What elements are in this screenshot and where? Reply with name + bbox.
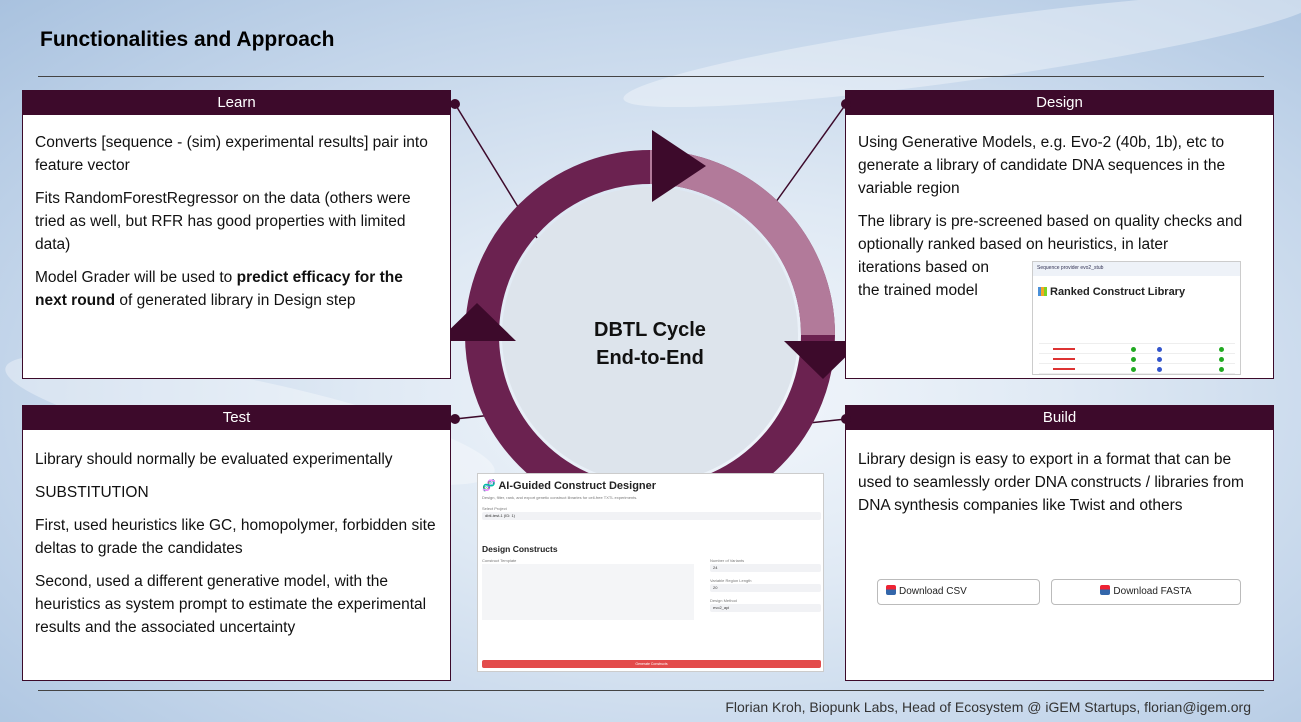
cycle-arrow-right	[784, 341, 862, 379]
number-of-variants-input[interactable]: 24	[710, 564, 821, 572]
generate-constructs-button[interactable]: Generate Constructs	[482, 660, 821, 668]
learn-point-1: Converts [sequence - (sim) experimental …	[35, 134, 428, 174]
download-icon	[1100, 585, 1111, 595]
build-body: Library design is easy to export in a fo…	[846, 430, 1273, 517]
build-connector-dot	[841, 414, 851, 424]
design-connector-dot	[841, 99, 851, 109]
ranked-table-header	[1039, 336, 1235, 344]
design-constructs-heading: Design Constructs	[482, 544, 558, 554]
build-panel: Build Library design is easy to export i…	[845, 405, 1274, 681]
test-point-2: SUBSTITUTION	[35, 484, 149, 501]
design-point-2: The library is pre-screened based on qua…	[858, 213, 1243, 253]
ranked-library-screenshot: Sequence provider evo2_stub Ranked Const…	[1032, 261, 1241, 375]
cycle-label-line2: End-to-End	[596, 347, 704, 369]
select-project-dropdown[interactable]: dbtl-test-1 (ID: 1)	[482, 512, 821, 520]
design-heading: Design	[846, 91, 1273, 115]
construct-designer-subtitle: Design, filter, rank, and export genetic…	[482, 495, 638, 500]
design-point-2b: iterations based on	[858, 259, 989, 276]
construct-template-label: Construct Template	[482, 558, 517, 563]
download-csv-label: Download CSV	[899, 586, 967, 597]
variable-region-length-label: Variable Region Length	[710, 578, 752, 583]
test-point-3: First, used heuristics like GC, homopoly…	[35, 517, 436, 557]
test-point-4: Second, used a different generative mode…	[35, 573, 427, 636]
design-point-2c: the trained model	[858, 282, 978, 299]
download-fasta-label: Download FASTA	[1113, 586, 1192, 597]
test-heading: Test	[23, 406, 450, 430]
build-heading: Build	[846, 406, 1273, 430]
learn-point-3-post: of generated library in Design step	[115, 292, 356, 309]
build-point-1: Library design is easy to export in a fo…	[858, 451, 1244, 514]
design-point-1: Using Generative Models, e.g. Evo-2 (40b…	[858, 134, 1226, 197]
slide-title: Functionalities and Approach	[40, 28, 335, 51]
cycle-center-label: DBTL Cycle End-to-End	[560, 316, 740, 372]
number-of-variants-label: Number of Variants	[710, 558, 745, 563]
table-row	[1039, 366, 1235, 374]
table-row	[1039, 356, 1235, 364]
cycle-arrow-left	[438, 303, 516, 341]
download-fasta-button[interactable]: Download FASTA	[1051, 579, 1241, 605]
slide-footer: Florian Kroh, Biopunk Labs, Head of Ecos…	[725, 699, 1251, 715]
ranked-library-title: Ranked Construct Library	[1038, 286, 1240, 298]
learn-connector-dot	[450, 99, 460, 109]
design-body: Using Generative Models, e.g. Evo-2 (40b…	[846, 115, 1273, 302]
test-body: Library should normally be evaluated exp…	[23, 430, 450, 639]
learn-heading: Learn	[23, 91, 450, 115]
ranked-library-title-text: Ranked Construct Library	[1050, 286, 1186, 298]
ranked-library-note	[1038, 312, 1235, 316]
cycle-inner-fill	[502, 187, 798, 483]
top-divider	[38, 76, 1264, 77]
ranked-library-note	[1038, 321, 1235, 325]
sequence-provider-label: Sequence provider evo2_stub	[1033, 262, 1240, 276]
learn-point-3-pre: Model Grader will be used to	[35, 269, 237, 286]
construct-designer-title: 🧬 AI-Guided Construct Designer	[482, 479, 656, 492]
bottom-divider	[38, 690, 1264, 691]
ranked-library-note	[1038, 303, 1235, 307]
design-method-label: Design Method	[710, 598, 737, 603]
construct-designer-screenshot: 🧬 AI-Guided Construct Designer Design, f…	[477, 473, 824, 672]
construct-designer-title-text: AI-Guided Construct Designer	[498, 480, 657, 492]
design-method-dropdown[interactable]: evo2_api	[710, 604, 821, 612]
test-connector-dot	[450, 414, 460, 424]
download-csv-button[interactable]: Download CSV	[877, 579, 1040, 605]
download-icon	[886, 585, 896, 595]
variable-region-length-input[interactable]: 20	[710, 584, 821, 592]
dna-icon: 🧬	[482, 480, 496, 492]
cycle-arrow-top	[652, 130, 706, 202]
learn-point-2: Fits RandomForestRegressor on the data (…	[35, 190, 411, 253]
learn-panel: Learn Converts [sequence - (sim) experim…	[22, 90, 451, 379]
cycle-label-line1: DBTL Cycle	[594, 319, 706, 341]
test-point-1: Library should normally be evaluated exp…	[35, 451, 393, 468]
select-project-label: Select Project	[482, 506, 507, 511]
table-row	[1039, 346, 1235, 354]
design-connector-line	[767, 103, 847, 214]
construct-template-textarea[interactable]	[482, 564, 694, 620]
learn-point-3-bold: predict efficacy for the next round	[35, 269, 403, 309]
learn-point-3: Model Grader will be used to predict eff…	[35, 266, 438, 312]
learn-body: Converts [sequence - (sim) experimental …	[23, 115, 450, 312]
test-panel: Test Library should normally be evaluate…	[22, 405, 451, 681]
bar-chart-icon	[1038, 287, 1047, 296]
